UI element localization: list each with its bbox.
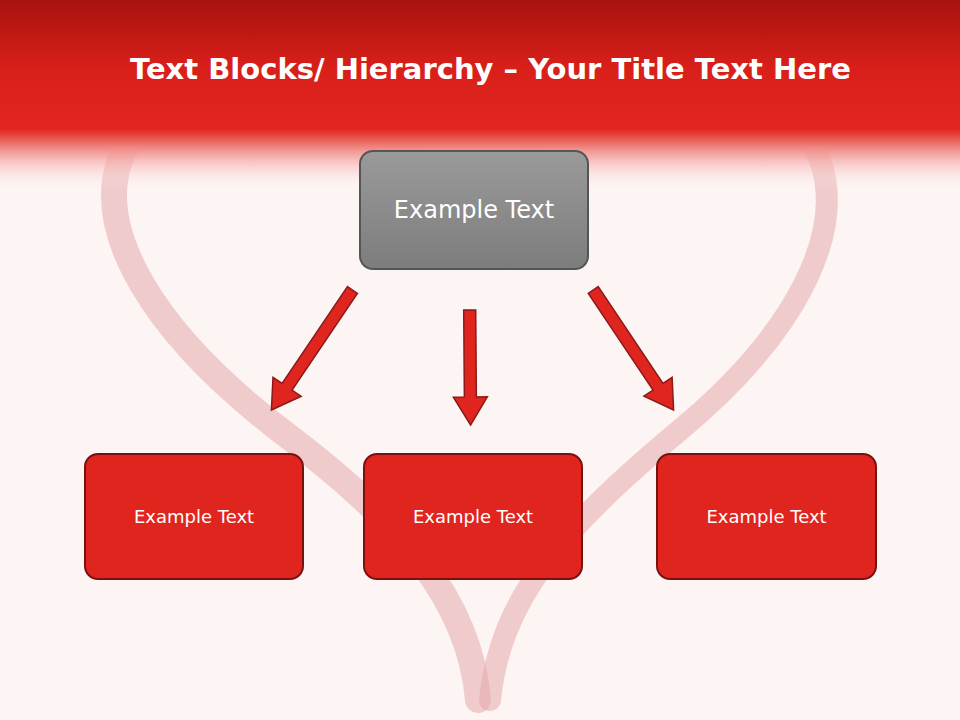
box-text: Example Text <box>706 506 826 527</box>
child-box: Example Text <box>656 453 877 580</box>
slide-title: Text Blocks/ Hierarchy – Your Title Text… <box>130 52 851 86</box>
child-box: Example Text <box>363 453 583 580</box>
box-text: Example Text <box>394 196 554 224</box>
parent-box: Example Text <box>359 150 589 270</box>
block-arrow <box>453 310 487 425</box>
block-arrow <box>271 287 357 410</box>
box-text: Example Text <box>134 506 254 527</box>
child-box: Example Text <box>84 453 304 580</box>
block-arrow <box>588 287 673 410</box>
box-text: Example Text <box>413 506 533 527</box>
